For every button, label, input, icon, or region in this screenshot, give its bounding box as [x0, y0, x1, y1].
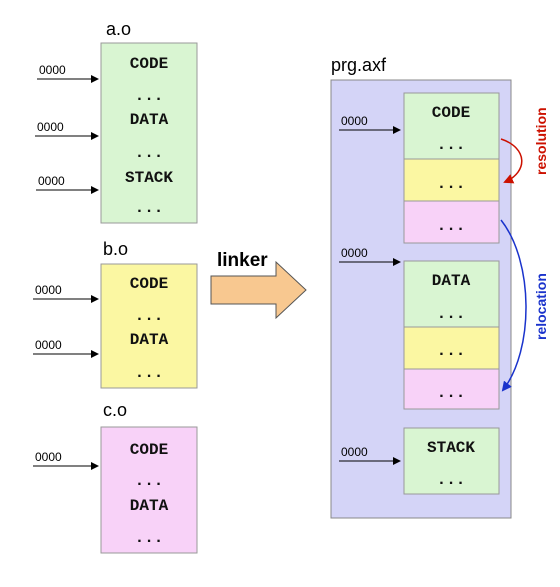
file-label-c-o: c.o [103, 400, 127, 420]
b-o-code: CODE [130, 275, 168, 293]
c-o-box [100, 426, 198, 554]
prg-code-dots: ... [437, 136, 466, 154]
c-o-code: CODE [130, 441, 168, 459]
prg-data-dots: ... [437, 305, 466, 323]
prg-code-yellow-dots: ... [437, 175, 466, 193]
b-o-addr-2: 0000 [35, 338, 62, 352]
a-o-dots-2: ... [135, 144, 164, 162]
object-file-c: c.o CODE ... DATA ... 0000 [33, 400, 198, 554]
a-o-box [100, 42, 198, 224]
linker-arrow-icon [210, 260, 307, 320]
prg-addr-2: 0000 [341, 246, 368, 260]
prg-data-yellow-dots: ... [437, 342, 466, 360]
c-o-dots-1: ... [135, 472, 164, 490]
b-o-addr-1: 0000 [35, 283, 62, 297]
b-o-dots-1: ... [135, 307, 164, 325]
file-label-prg-axf: prg.axf [331, 55, 387, 75]
a-o-stack: STACK [125, 169, 173, 187]
a-o-data: DATA [130, 111, 169, 129]
a-o-addr-2: 0000 [37, 120, 64, 134]
a-o-dots-3: ... [135, 199, 164, 217]
prg-code-pink-section [403, 200, 500, 244]
prg-data-yellow-section [403, 326, 500, 370]
b-o-data: DATA [130, 331, 169, 349]
prg-stack-section [403, 427, 500, 495]
resolution-arrow [500, 138, 523, 184]
object-file-a: a.o CODE ... DATA ... STACK ... 0000 000… [35, 19, 198, 224]
output-file-prg: prg.axf CODE ... ... ... 0000 DATA ... .… [330, 55, 512, 519]
prg-data-section [403, 260, 500, 328]
file-label-a-o: a.o [106, 19, 131, 39]
prg-data: DATA [432, 272, 471, 290]
prg-stack-dots: ... [437, 471, 466, 489]
prg-addr-1: 0000 [341, 114, 368, 128]
prg-data-pink-section [403, 368, 500, 410]
prg-code-pink-dots: ... [437, 217, 466, 235]
a-o-code: CODE [130, 55, 168, 73]
prg-data-pink-dots: ... [437, 384, 466, 402]
b-o-box [100, 263, 198, 389]
a-o-addr-3: 0000 [38, 174, 65, 188]
c-o-data: DATA [130, 497, 169, 515]
resolution-label: resolution [533, 107, 549, 175]
object-file-b: b.o CODE ... DATA ... 0000 0000 [33, 239, 198, 389]
b-o-dots-2: ... [135, 364, 164, 382]
prg-code-yellow-section [403, 158, 500, 202]
prg-code: CODE [432, 104, 470, 122]
a-o-dots-1: ... [135, 87, 164, 105]
relocation-label: relocation [533, 273, 549, 340]
relocation-arrow [500, 219, 527, 392]
prg-stack: STACK [427, 439, 475, 457]
c-o-dots-2: ... [135, 529, 164, 547]
a-o-addr-1: 0000 [39, 63, 66, 77]
file-label-b-o: b.o [103, 239, 128, 259]
prg-addr-3: 0000 [341, 445, 368, 459]
linker-arrow: linker [210, 250, 307, 320]
c-o-addr-1: 0000 [35, 450, 62, 464]
linker-label: linker [217, 250, 268, 271]
